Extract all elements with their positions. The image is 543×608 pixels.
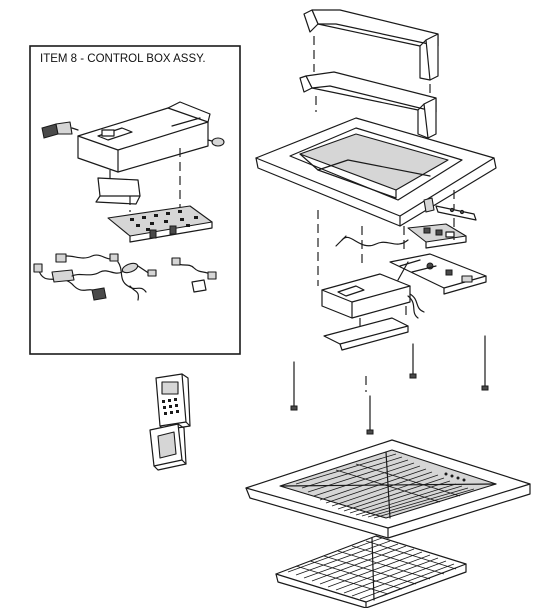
remote-wall-holder bbox=[149, 423, 187, 471]
lower-mounting-bracket bbox=[299, 71, 437, 139]
inset-fitting bbox=[207, 137, 225, 147]
screw bbox=[481, 335, 489, 391]
upper-mounting-bracket bbox=[303, 9, 439, 81]
control-box-inset: ITEM 8 - CONTROL BOX ASSY. bbox=[29, 45, 241, 355]
screw bbox=[290, 361, 298, 411]
mounting-screws bbox=[290, 335, 489, 435]
control-board bbox=[389, 253, 487, 295]
inset-control-box-housing bbox=[77, 101, 211, 173]
ceiling-trim-frame bbox=[255, 117, 497, 227]
control-box-cover-plate bbox=[323, 317, 409, 351]
inset-wire-harnesses bbox=[33, 253, 217, 301]
screw bbox=[366, 395, 374, 435]
thermostat-sensor-board bbox=[423, 197, 477, 221]
remote-control bbox=[155, 373, 191, 431]
inset-plug-connector bbox=[41, 121, 79, 139]
inset-mounting-bracket bbox=[95, 177, 141, 205]
air-filter bbox=[275, 535, 467, 608]
control-box bbox=[321, 261, 425, 319]
ceiling-grille bbox=[245, 439, 531, 539]
inset-title: ITEM 8 - CONTROL BOX ASSY. bbox=[40, 53, 206, 65]
inset-circuit-board bbox=[107, 205, 213, 243]
inset-frame bbox=[29, 45, 241, 355]
relay-board bbox=[335, 223, 467, 249]
screw bbox=[409, 343, 417, 379]
